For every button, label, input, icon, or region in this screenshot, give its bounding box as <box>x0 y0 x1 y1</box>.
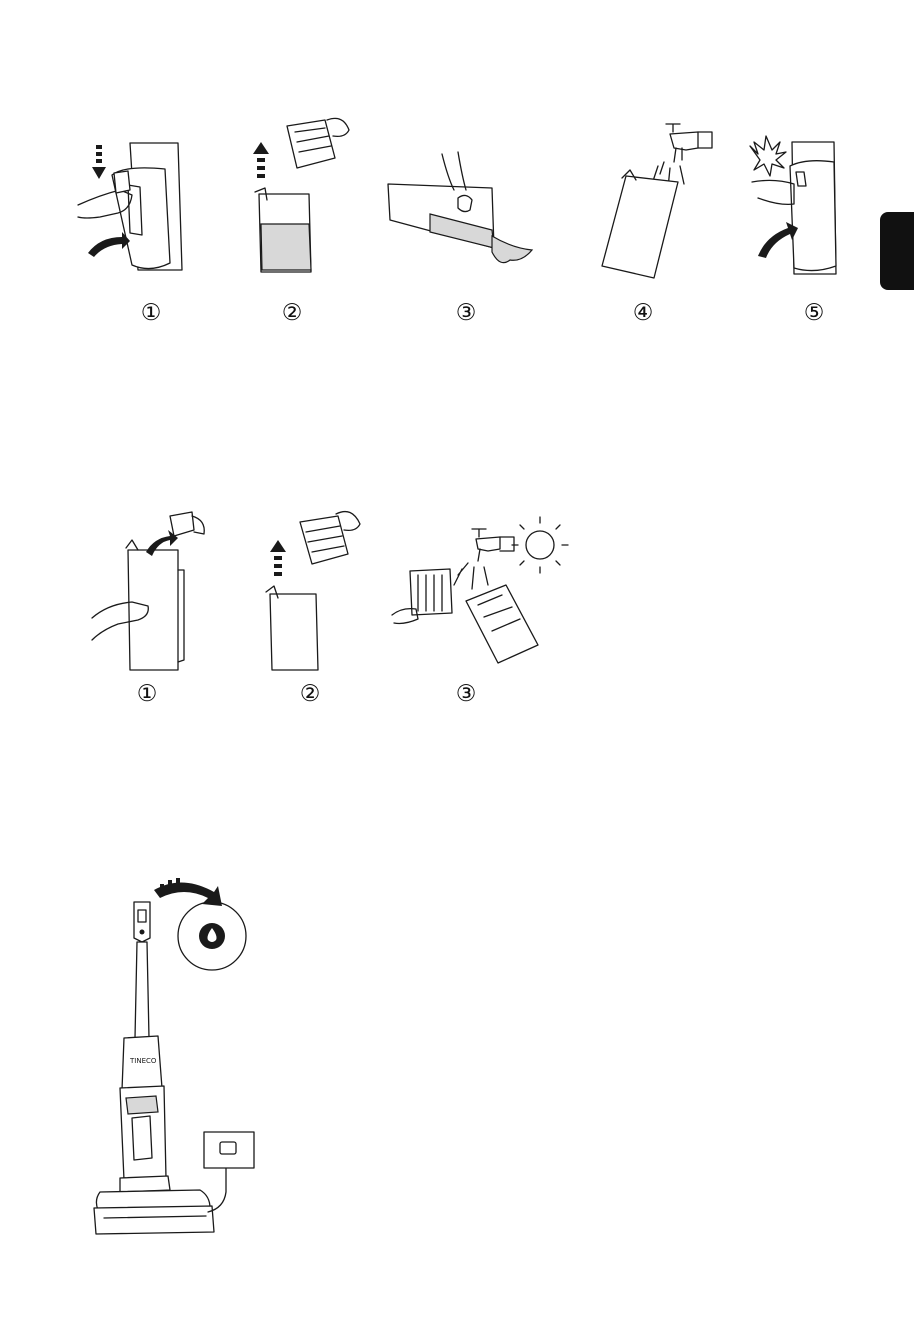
illustration-lift-filter-assembly <box>256 502 371 672</box>
self-cleaning-illustration: TINECO <box>0 870 914 1250</box>
illustration-lift-filter <box>245 112 355 277</box>
illustration-reinstall-tank <box>744 132 844 282</box>
step-number-1: ① <box>127 681 167 707</box>
illustration-wash-and-dry-filter <box>388 515 578 665</box>
illustration-rinse-tank <box>596 118 716 283</box>
step-number-1: ① <box>131 300 171 326</box>
filter-cleaning-steps: ① ② ③ <box>0 490 914 720</box>
illustration-vacuum-on-charging-base: TINECO <box>90 878 270 1248</box>
tank-cleaning-steps: ① ② ③ ④ ⑤ <box>0 0 914 340</box>
step-number-4: ④ <box>623 300 663 326</box>
step-number-3: ③ <box>446 300 486 326</box>
illustration-remove-filter-cover <box>88 510 213 670</box>
step-number-2: ② <box>272 300 312 326</box>
step-number-2: ② <box>290 681 330 707</box>
step-number-5: ⑤ <box>794 300 834 326</box>
brand-mark: TINECO <box>129 1057 157 1065</box>
illustration-remove-tank <box>70 135 200 280</box>
illustration-empty-tank <box>382 148 537 278</box>
step-number-3: ③ <box>446 681 486 707</box>
